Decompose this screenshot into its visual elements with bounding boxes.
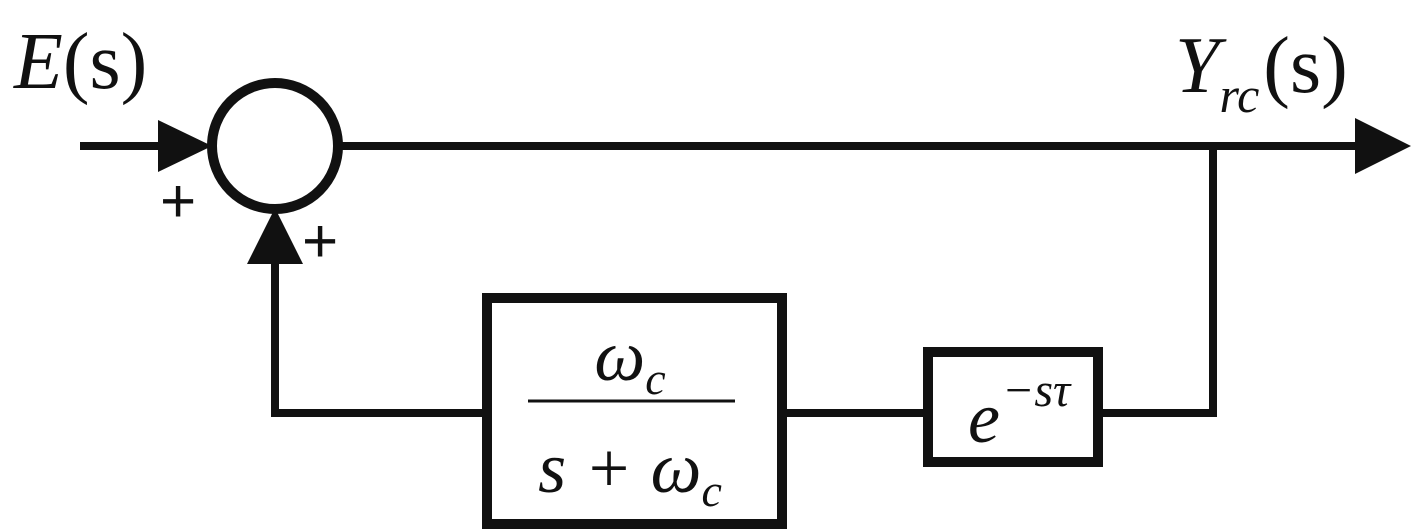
feedback-plus-sign: + bbox=[302, 207, 338, 276]
summing-junction bbox=[207, 78, 343, 214]
feedback-arrowhead bbox=[247, 208, 303, 264]
input-plus-sign: + bbox=[160, 167, 196, 236]
denominator-symbol: ω bbox=[651, 428, 702, 508]
output-symbol: Y bbox=[1175, 22, 1227, 110]
output-arrowhead bbox=[1355, 118, 1411, 174]
delay-block bbox=[923, 347, 1103, 467]
input-label: E(s) bbox=[13, 18, 147, 106]
output-argument: (s) bbox=[1263, 22, 1347, 110]
input-argument: (s) bbox=[63, 18, 147, 106]
output-subscript: rc bbox=[1220, 67, 1260, 123]
denominator-subscript: c bbox=[702, 465, 722, 516]
delay-exponent: −sτ bbox=[1002, 364, 1072, 417]
lowpass-denominator: s + ωc bbox=[538, 428, 722, 516]
lowpass-numerator: ωc bbox=[594, 316, 665, 404]
input-arrowhead bbox=[158, 120, 212, 172]
output-label: Yrc(s) bbox=[1175, 22, 1348, 123]
numerator-symbol: ω bbox=[594, 316, 645, 396]
delay-base: e bbox=[968, 378, 1000, 458]
delay-expression: e−sτ bbox=[968, 364, 1072, 458]
input-symbol: E bbox=[13, 18, 63, 106]
denominator-prefix: s + bbox=[538, 428, 651, 508]
numerator-subscript: c bbox=[645, 353, 665, 404]
